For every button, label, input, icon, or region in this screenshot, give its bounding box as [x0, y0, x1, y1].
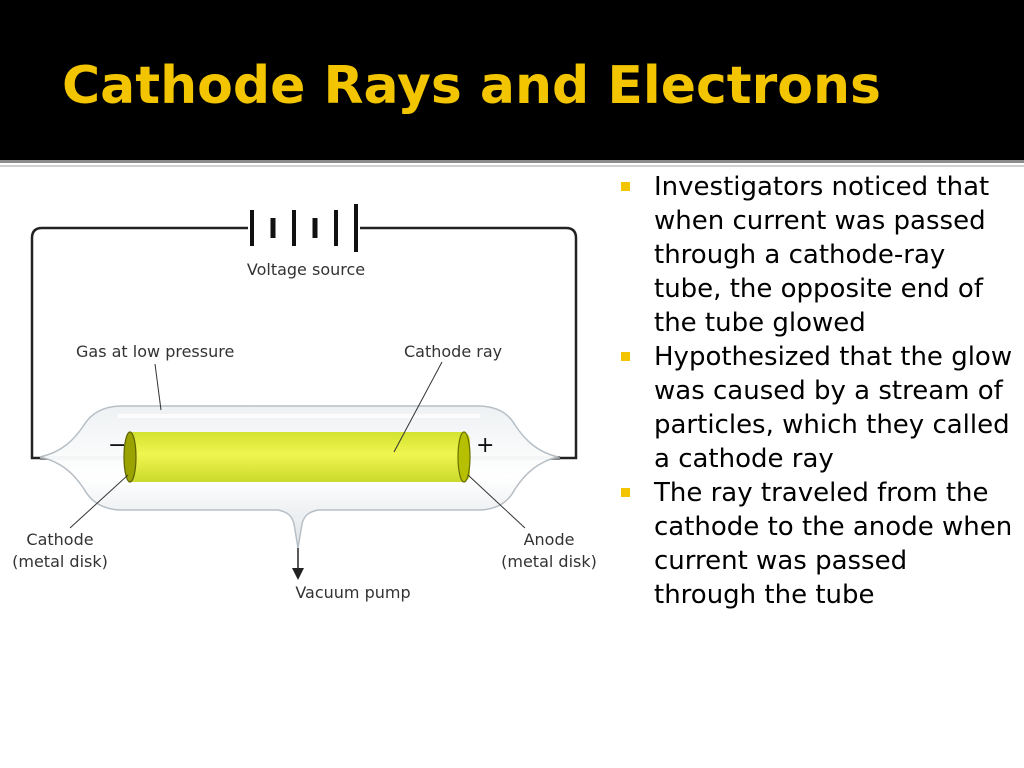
- bullet-text: Hypothesized that the glow was caused by…: [654, 342, 1013, 474]
- bullet-item: The ray traveled from the cathode to the…: [612, 476, 1017, 612]
- cathode-ray-tube-diagram: Voltage source Gas at low pressure Catho…: [12, 204, 597, 602]
- bullet-list: Investigators noticed that when current …: [612, 170, 1017, 612]
- battery-symbol: [250, 204, 358, 252]
- header-divider: [0, 160, 1024, 163]
- anode-disk: [457, 431, 471, 483]
- cathode-ray-label: Cathode ray: [404, 342, 502, 361]
- voltage-source-label: Voltage source: [247, 260, 365, 279]
- plus-sign: +: [476, 433, 494, 458]
- slide-title: Cathode Rays and Electrons: [62, 56, 881, 116]
- cathode-disk: [123, 431, 137, 483]
- anode-label: Anode: [524, 530, 575, 549]
- bullet-item: Hypothesized that the glow was caused by…: [612, 340, 1017, 476]
- slide-header: Cathode Rays and Electrons: [0, 0, 1024, 160]
- minus-sign: −: [108, 433, 126, 458]
- bullet-text: The ray traveled from the cathode to the…: [654, 478, 1013, 610]
- vacuum-pump-label: Vacuum pump: [295, 583, 410, 602]
- circuit-wire: [30, 226, 578, 460]
- pointer-lines: [69, 361, 526, 529]
- header-divider-light: [0, 165, 1024, 167]
- bullet-square-icon: [621, 352, 630, 361]
- bullet-square-icon: [621, 182, 630, 191]
- cathode-sub-label: (metal disk): [12, 552, 108, 571]
- cathode-ray-beam: [126, 432, 470, 482]
- down-arrow-icon: [292, 568, 304, 580]
- bullet-text: Investigators noticed that when current …: [654, 172, 990, 338]
- bullet-item: Investigators noticed that when current …: [612, 170, 1017, 340]
- bullet-square-icon: [621, 488, 630, 497]
- cathode-label: Cathode: [26, 530, 93, 549]
- gas-label: Gas at low pressure: [76, 342, 234, 361]
- anode-sub-label: (metal disk): [501, 552, 597, 571]
